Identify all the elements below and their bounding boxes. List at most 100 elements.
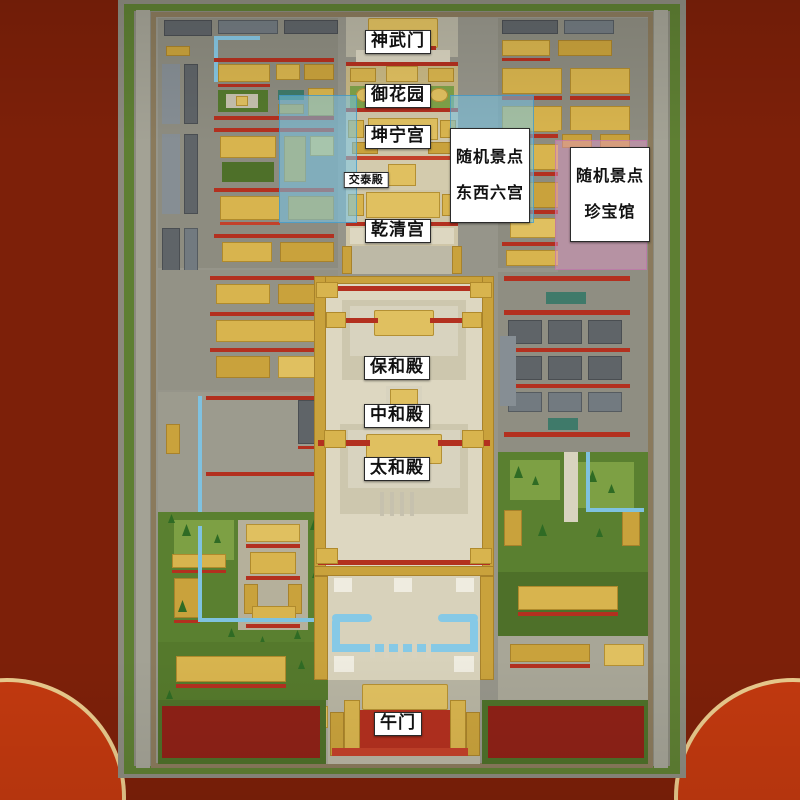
building-block: [548, 392, 582, 412]
terrace-wall: [430, 318, 466, 323]
tree-icon: [532, 476, 539, 485]
southeast-red-block: [488, 706, 644, 758]
courtyard-wall: [510, 664, 590, 668]
palace-block: [502, 68, 562, 94]
garden-wall-south: [346, 108, 458, 112]
inner-canal: [198, 526, 202, 622]
corridor-block: [500, 336, 516, 406]
courtyard-wall: [176, 684, 286, 688]
corridor-wall: [452, 246, 462, 274]
wumen-tower: [362, 684, 448, 710]
courtyard-wall: [570, 96, 630, 100]
courtyard-wall: [206, 396, 338, 400]
gallery-west: [314, 276, 326, 576]
building-block: [174, 578, 200, 618]
gallery-south: [314, 566, 494, 576]
tree-icon: [596, 528, 603, 537]
corridor-wall: [342, 246, 352, 274]
courtyard-wall: [214, 188, 334, 192]
map-label-yuhuayuan[interactable]: 御花园: [365, 84, 431, 109]
courtyard-wall: [504, 384, 630, 388]
palace-wall-north: [151, 12, 653, 17]
palace-wall-west: [151, 12, 156, 768]
garden-area: [222, 162, 274, 182]
side-gate: [462, 430, 484, 448]
plaza-structure: [334, 656, 354, 672]
plaza-gallery-west: [314, 576, 328, 680]
courtyard-wall: [246, 544, 300, 548]
map-label-kunninggong[interactable]: 坤宁宫: [365, 125, 431, 150]
courtyard-wall: [210, 348, 338, 352]
garden-wall-north: [346, 62, 458, 66]
map-label-baohedian[interactable]: 保和殿: [364, 356, 430, 381]
wumen-wing-east: [450, 700, 466, 754]
highlight-west-six-palaces[interactable]: [279, 95, 357, 223]
qianqinggong-hall: [366, 192, 440, 218]
map-label-east-west-six-palaces[interactable]: 随机景点 东西六宫: [449, 128, 531, 223]
map-label-shenwumen[interactable]: 神武门: [365, 30, 431, 55]
palace-block: [570, 106, 630, 132]
forbidden-city-map[interactable]: [118, 0, 686, 778]
courtyard-wall: [246, 576, 300, 580]
building-block: [220, 196, 280, 220]
map-label-qianqinggong[interactable]: 乾清宫: [365, 219, 431, 244]
golden-water-river: [332, 618, 340, 652]
courtyard-wall: [346, 156, 458, 160]
palace-wall-south: [151, 763, 653, 768]
map-label-wumen[interactable]: 午门: [374, 712, 422, 737]
side-gate: [324, 430, 346, 448]
golden-water-bridge: [370, 640, 375, 658]
wumen-wing-west: [344, 700, 360, 754]
plaza-structure: [454, 656, 474, 672]
building-block: [162, 64, 180, 124]
tree-icon: [214, 534, 221, 543]
golden-water-bridge: [412, 640, 417, 658]
golden-water-bridge: [384, 640, 389, 658]
tree-icon: [294, 630, 301, 639]
corner-pavilion: [470, 548, 492, 564]
gallery-red-south: [318, 560, 490, 565]
building-block: [284, 20, 338, 34]
building-block: [508, 392, 542, 412]
map-label-treasure-gallery[interactable]: 随机景点 珍宝馆: [569, 147, 651, 242]
building-block: [622, 510, 640, 546]
plaza-structure: [456, 578, 474, 592]
courtyard-wall: [504, 276, 630, 281]
building-block: [250, 552, 296, 574]
golden-water-bridge: [398, 640, 403, 658]
building-block: [600, 134, 630, 148]
tree-icon: [178, 600, 187, 612]
building-block: [246, 524, 300, 542]
stair-ramp: [410, 492, 414, 516]
building-block: [548, 320, 582, 344]
decorative-arc-bottom-right: [678, 682, 800, 800]
golden-water-bridge: [426, 640, 431, 658]
moat-green-west: [124, 4, 134, 774]
stair-ramp: [400, 492, 404, 516]
building-block: [218, 20, 278, 34]
palace-block: [570, 68, 630, 94]
map-label-jiaotaidian[interactable]: 交泰殿: [343, 172, 389, 189]
tree-icon: [588, 470, 597, 482]
gallery-north: [314, 276, 494, 284]
wumen-pavilion-west: [330, 712, 344, 756]
palace-wall-east: [648, 12, 653, 768]
label-tag-line: 随机景点: [575, 165, 645, 185]
inner-canal: [586, 508, 644, 512]
building-block: [176, 656, 286, 682]
gallery-east: [482, 276, 494, 576]
building-block: [548, 356, 582, 380]
perimeter-road-east: [654, 10, 668, 768]
jiaotaidian-hall: [388, 164, 416, 186]
building-block: [546, 292, 586, 304]
building-block: [216, 320, 336, 342]
building-block: [564, 20, 614, 34]
courtyard-wall: [504, 348, 630, 352]
label-name-line: 珍宝馆: [584, 201, 636, 221]
corner-pavilion: [470, 282, 492, 298]
map-label-zhonghedian[interactable]: 中和殿: [364, 404, 430, 429]
moat-green-south: [124, 766, 680, 774]
map-label-taihedian[interactable]: 太和殿: [364, 457, 430, 482]
stair-ramp: [380, 492, 384, 516]
